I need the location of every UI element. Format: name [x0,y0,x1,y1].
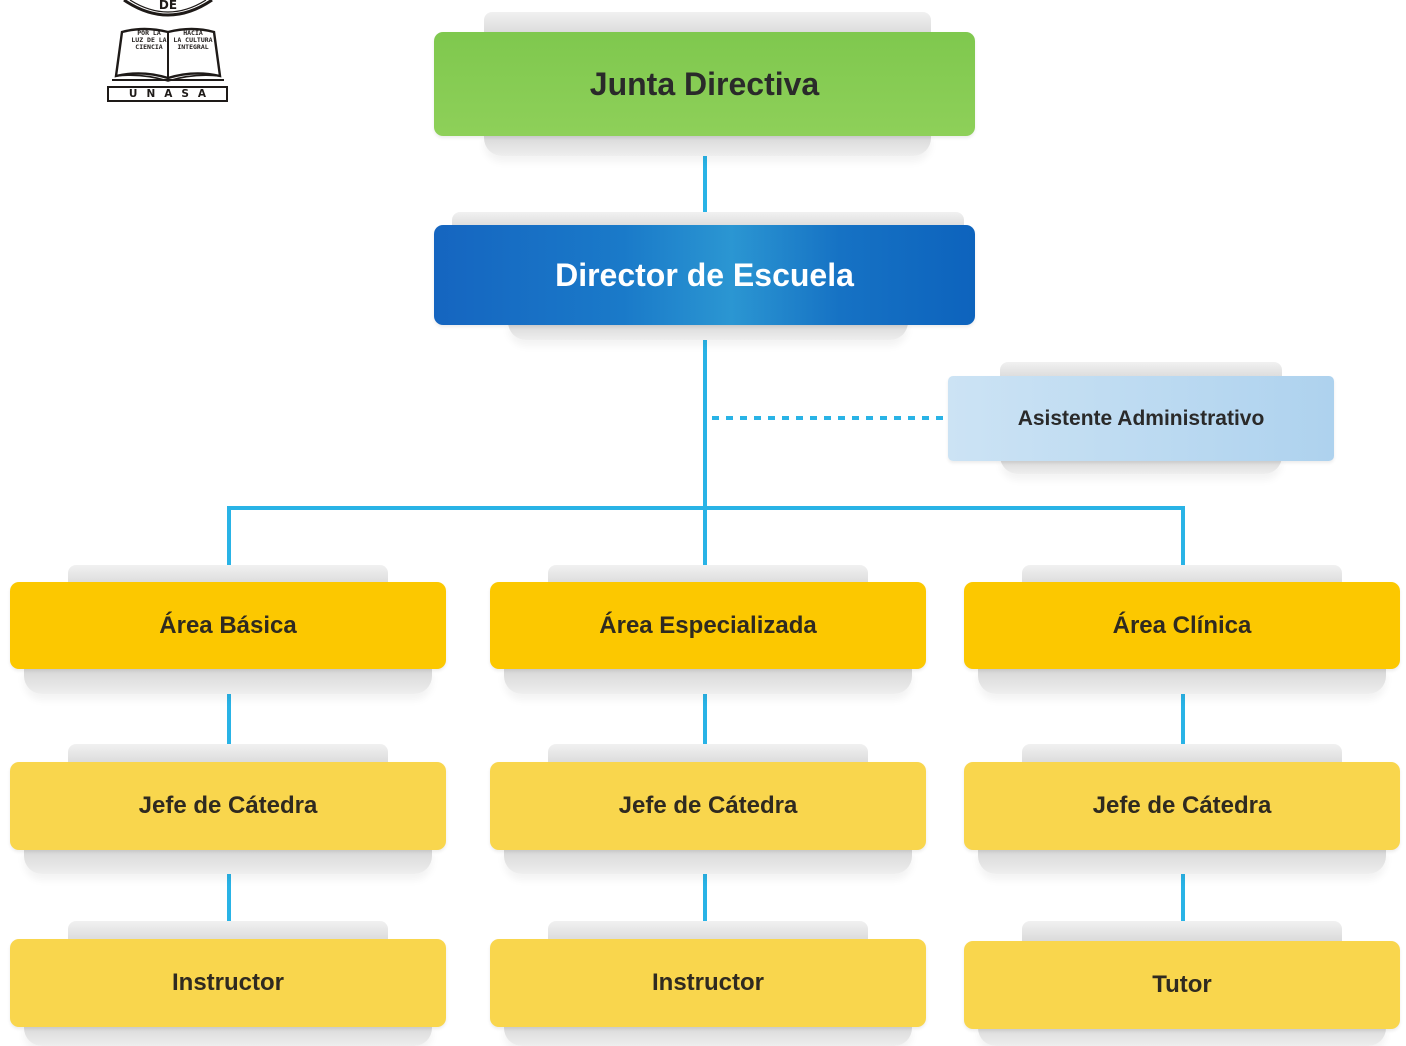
jefe-especializada-shadow-bottom [504,846,912,874]
jefe-clinica-shadow-bottom [978,846,1386,874]
junta-shadow-bottom [484,132,931,156]
connector-horizontal-branch [227,506,1185,568]
node-instructor-basica: Instructor [10,939,446,1027]
node-asistente-administrativo: Asistente Administrativo [948,376,1334,461]
node-area-especializada: Área Especializada [490,582,926,669]
instructor-basica-shadow-top [68,921,388,943]
jefe-clinica-shadow-top [1022,744,1342,766]
director-shadow-bottom [508,320,908,340]
node-tutor-clinica: Tutor [964,941,1400,1029]
jefe-especializada-shadow-top [548,744,868,766]
instructor-especializada-shadow-top [548,921,868,943]
area-basica-shadow-top [68,565,388,587]
node-junta-directiva: Junta Directiva [434,32,975,136]
area-clinica-shadow-bottom [978,666,1386,694]
jefe-basica-shadow-bottom [24,846,432,874]
area-especializada-shadow-top [548,565,868,587]
logo-book-right-text: HACIA LA CULTURA INTEGRAL [173,29,213,51]
node-instructor-especializada: Instructor [490,939,926,1027]
node-director-de-escuela: Director de Escuela [434,225,975,325]
area-basica-shadow-bottom [24,666,432,694]
tutor-clinica-shadow-top [1022,921,1342,943]
area-especializada-shadow-bottom [504,666,912,694]
node-jefe-catedra-especializada: Jefe de Cátedra [490,762,926,850]
logo-bar-text: UNASA [107,86,228,102]
jefe-basica-shadow-top [68,744,388,766]
unasa-logo: DE POR LA LUZ DE LA CIENCIA HACIA LA CUL… [100,0,235,110]
asistente-shadow-top [1000,362,1282,380]
node-area-clinica: Área Clínica [964,582,1400,669]
logo-top-text: DE [158,0,178,12]
node-jefe-catedra-clinica: Jefe de Cátedra [964,762,1400,850]
area-clinica-shadow-top [1022,565,1342,587]
logo-emblem-icon [123,0,213,17]
node-jefe-catedra-basica: Jefe de Cátedra [10,762,446,850]
node-area-basica: Área Básica [10,582,446,669]
book-icon [112,27,224,82]
logo-book-left-text: POR LA LUZ DE LA CIENCIA [131,29,167,51]
